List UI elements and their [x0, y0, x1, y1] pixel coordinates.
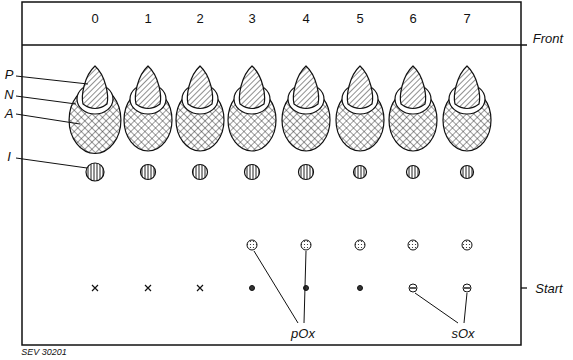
start-label: Start — [535, 282, 562, 295]
start-tick — [521, 287, 527, 288]
figure-code: SEV 30201 — [21, 348, 67, 357]
lane-spots — [336, 66, 384, 291]
spot-p — [82, 66, 107, 109]
lane-number: 4 — [302, 12, 309, 25]
lane-spots — [389, 66, 437, 292]
leader-line — [415, 293, 458, 323]
spot-p — [400, 66, 425, 109]
lane-spots — [69, 66, 121, 291]
spot-pox — [301, 240, 311, 250]
spot-p — [347, 66, 372, 109]
start-dot — [250, 286, 255, 291]
spot-i — [245, 165, 260, 180]
leader-line — [254, 251, 298, 323]
spot-i — [193, 165, 208, 180]
leader-line — [304, 251, 306, 323]
leader-line — [16, 158, 87, 168]
lane-number: 5 — [356, 12, 363, 25]
leader-line — [16, 76, 88, 84]
start-sox — [409, 284, 417, 292]
front-label: Front — [533, 32, 563, 45]
lane-spots — [443, 66, 491, 292]
part-label: A — [5, 107, 14, 120]
part-label: I — [7, 150, 11, 163]
spot-i — [354, 166, 367, 179]
start-cross — [92, 285, 98, 291]
spot-p — [187, 66, 212, 109]
lane-spots — [176, 66, 224, 291]
leader-line — [16, 96, 76, 104]
lane-number: 3 — [248, 12, 255, 25]
spot-i — [299, 165, 314, 180]
lane-number: 2 — [196, 12, 203, 25]
spot-label: pOx — [291, 327, 315, 340]
spot-pox — [408, 240, 418, 250]
lane-number: 0 — [91, 12, 98, 25]
start-cross — [197, 285, 203, 291]
spot-pox — [247, 240, 257, 250]
lane-number: 6 — [409, 12, 416, 25]
spot-p — [293, 66, 318, 109]
lane-number: 7 — [463, 12, 470, 25]
leader-line — [16, 114, 80, 124]
start-sox-bar — [410, 287, 416, 288]
spot-i — [461, 166, 474, 179]
spot-p — [135, 66, 160, 109]
spot-pox — [462, 240, 472, 250]
lane-spots — [124, 66, 172, 291]
front-line — [22, 44, 527, 45]
lane-number: 1 — [144, 12, 151, 25]
start-dot — [304, 286, 309, 291]
spot-p — [239, 66, 264, 109]
spot-i — [141, 165, 156, 180]
sheet-frame — [22, 2, 521, 345]
spot-i — [86, 163, 104, 181]
start-sox-bar — [464, 287, 470, 288]
part-label: N — [4, 88, 13, 101]
spot-i — [407, 166, 420, 179]
part-label: P — [5, 68, 14, 81]
leader-line — [464, 293, 467, 323]
start-sox — [463, 284, 471, 292]
start-dot — [358, 286, 363, 291]
spot-label: sOx — [451, 327, 474, 340]
lane-spots — [228, 66, 276, 291]
spot-p — [454, 66, 479, 109]
spot-pox — [355, 240, 365, 250]
start-cross — [145, 285, 151, 291]
